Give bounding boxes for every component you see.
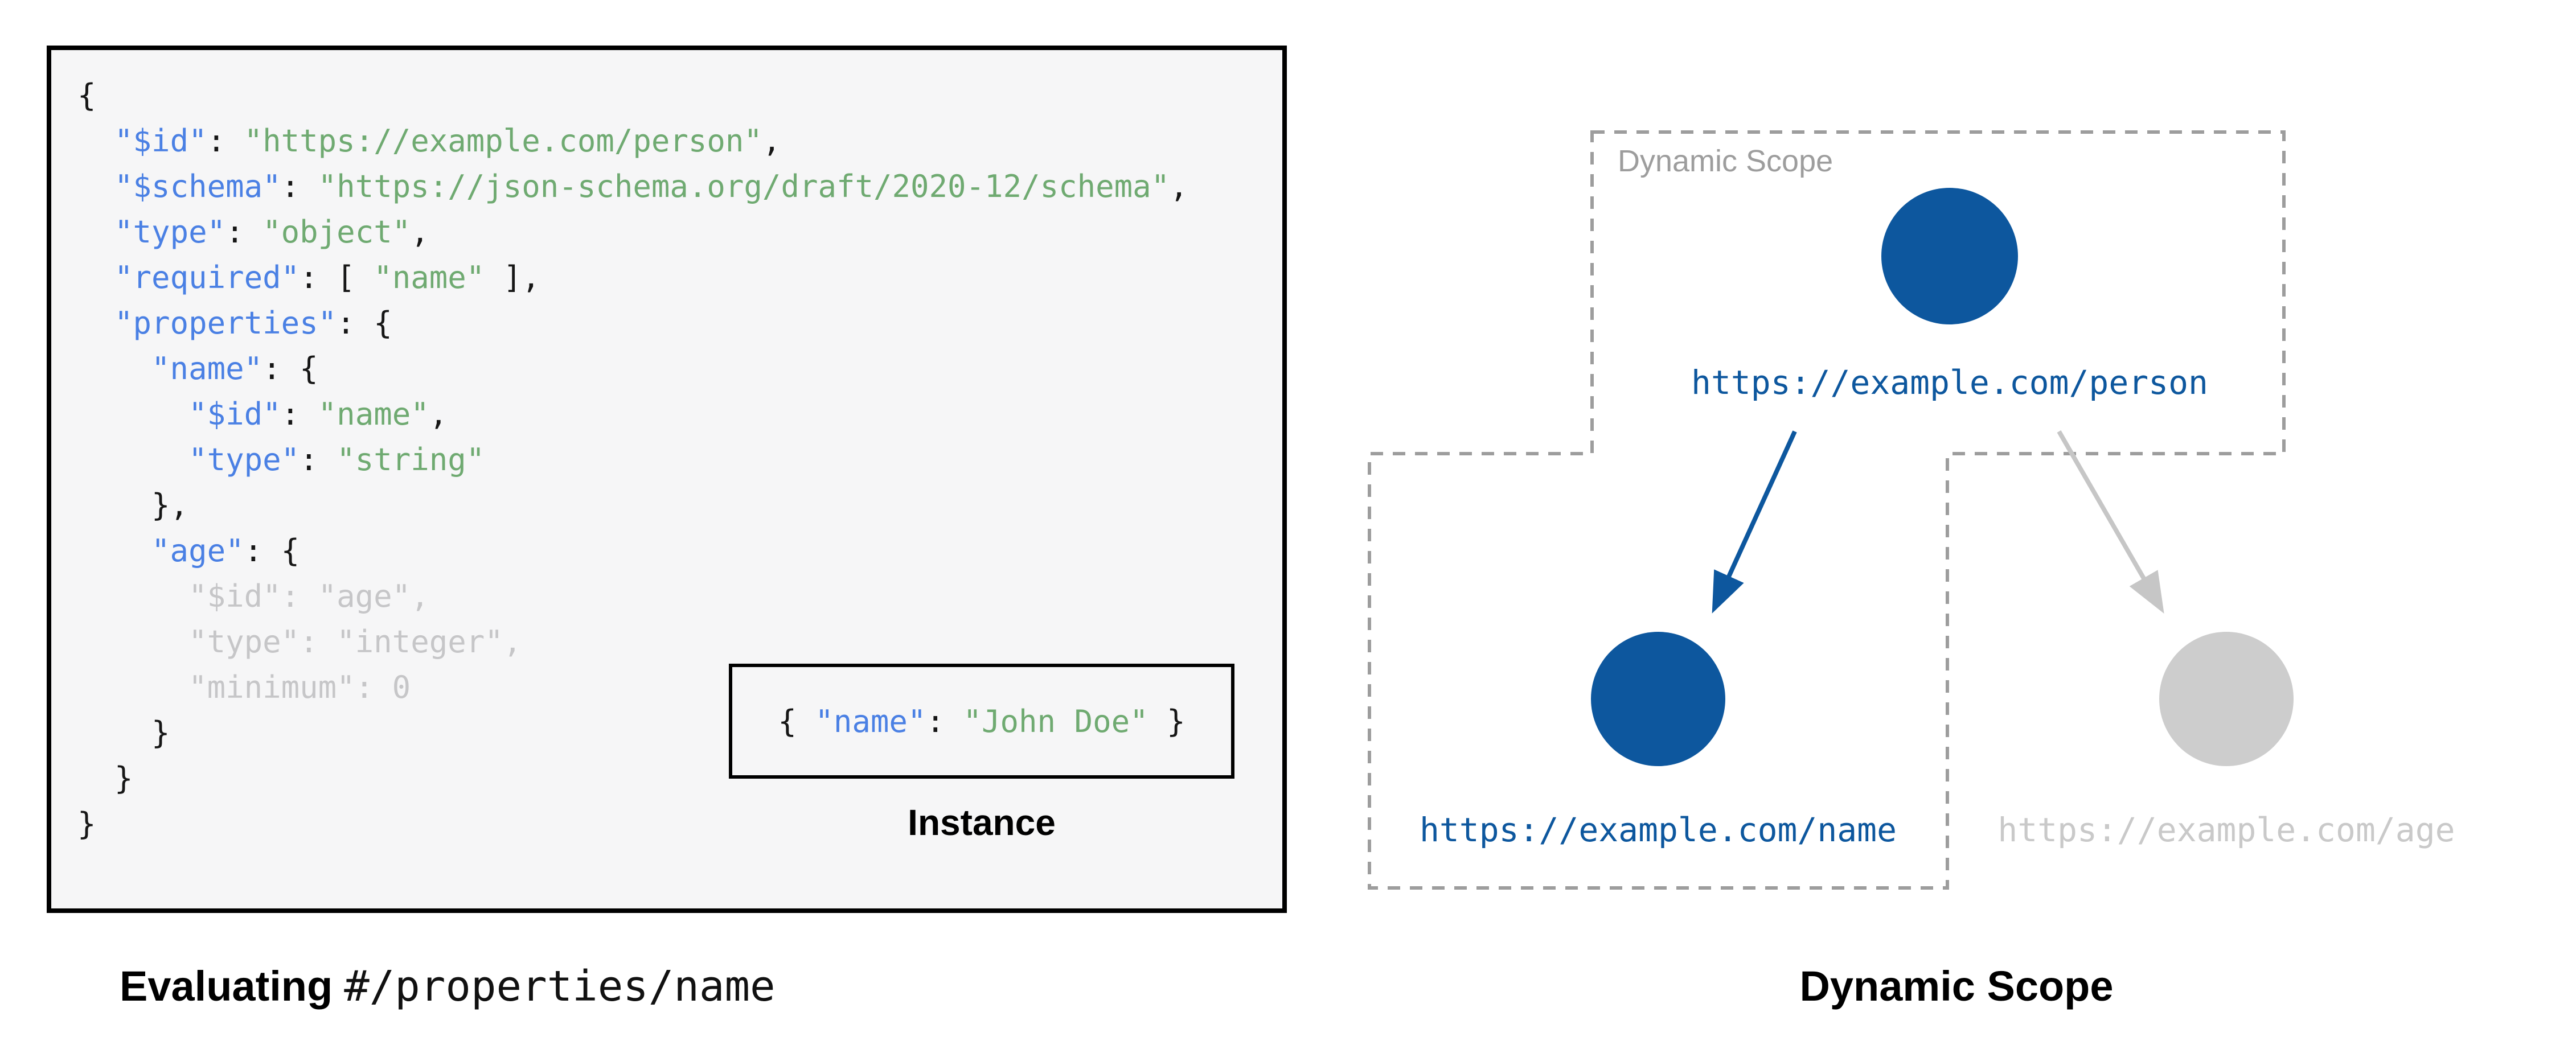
code-token: { <box>778 703 815 739</box>
code-token: "https://json-schema.org/draft/2020-12/s… <box>318 168 1170 204</box>
code-token: , <box>1170 168 1188 204</box>
left-caption: Evaluating #/properties/name <box>120 962 776 1011</box>
code-line: "$id": "https://example.com/person", <box>77 118 1188 164</box>
age-node <box>2159 632 2294 766</box>
code-line: "type": "integer", <box>77 619 1188 665</box>
inactive-arrow <box>2057 430 2164 614</box>
age-schema-url: https://example.com/age <box>1997 811 2455 849</box>
code-token: "age" <box>151 533 244 569</box>
code-token: "$id" <box>188 396 281 432</box>
code-line: "$id": "name", <box>77 392 1188 437</box>
code-line: "name": { <box>77 346 1188 392</box>
code-token: , <box>429 396 448 432</box>
code-token: "name" <box>318 396 429 432</box>
code-line: "type": "string" <box>77 437 1188 483</box>
code-token: : <box>207 123 244 159</box>
code-line: { <box>77 73 1188 118</box>
evaluation-arrow <box>1712 430 1797 614</box>
code-token: "minimum": 0 <box>77 669 411 705</box>
code-token: "type" <box>114 214 226 250</box>
code-line: "age": { <box>77 528 1188 574</box>
code-token: "name" <box>151 351 263 386</box>
instance-label: Instance <box>908 802 1056 843</box>
name-schema-url: https://example.com/name <box>1419 811 1897 849</box>
code-token: "type" <box>188 442 300 478</box>
code-line: }, <box>77 483 1188 528</box>
code-token: : { <box>262 351 318 386</box>
left-caption-evaluating: Evaluating <box>120 962 333 1010</box>
code-line: "minimum": 0 <box>77 665 1188 710</box>
person-node <box>1881 188 2018 324</box>
dynamic-scope-region-label: Dynamic Scope <box>1618 144 1833 178</box>
instance-code: { "name": "John Doe" } <box>778 704 1185 739</box>
code-token: "https://example.com/person" <box>244 123 762 159</box>
dynamic-scope-border <box>1368 130 2286 890</box>
code-token: "$schema" <box>114 168 281 204</box>
code-token: } <box>1148 703 1186 739</box>
code-token: : <box>281 396 318 432</box>
code-token: "string" <box>337 442 485 478</box>
code-line: } <box>77 710 1188 756</box>
instance-box: { "name": "John Doe" } <box>729 664 1234 779</box>
code-token: , <box>762 123 781 159</box>
schema-code: { "$id": "https://example.com/person", "… <box>51 50 1188 847</box>
code-token: , <box>411 214 429 250</box>
code-token: "$id" <box>114 123 207 159</box>
code-token: "required" <box>114 260 300 295</box>
code-line: } <box>77 756 1188 801</box>
code-line: "$schema": "https://json-schema.org/draf… <box>77 164 1188 209</box>
code-token: "name" <box>815 703 926 739</box>
code-line: "$id": "age", <box>77 574 1188 619</box>
person-schema-url: https://example.com/person <box>1691 363 2208 402</box>
code-token: : [ <box>300 260 374 295</box>
code-token: "$id": "age", <box>77 578 429 614</box>
code-token: : <box>926 703 963 739</box>
json-pointer: #/properties/name <box>344 962 776 1011</box>
code-token: "name" <box>374 260 485 295</box>
code-token: } <box>77 806 96 842</box>
code-token: }, <box>77 487 189 523</box>
code-line: "required": [ "name" ], <box>77 255 1188 301</box>
code-token: : <box>225 214 263 250</box>
code-token: : { <box>244 533 300 569</box>
code-token: "type": "integer", <box>77 624 522 660</box>
code-token: } <box>77 760 133 796</box>
code-token: : { <box>337 305 392 341</box>
code-token: : <box>281 168 318 204</box>
code-line: "properties": { <box>77 301 1188 346</box>
name-node <box>1591 632 1725 766</box>
right-caption: Dynamic Scope <box>1799 962 2114 1010</box>
code-token: : <box>300 442 337 478</box>
code-line: } <box>77 801 1188 847</box>
code-line: "type": "object", <box>77 209 1188 255</box>
code-token: "object" <box>262 214 411 250</box>
code-token: ], <box>485 260 540 295</box>
code-token: { <box>77 77 96 113</box>
code-token: } <box>77 715 170 751</box>
code-token: "properties" <box>114 305 337 341</box>
code-token: "John Doe" <box>963 703 1148 739</box>
